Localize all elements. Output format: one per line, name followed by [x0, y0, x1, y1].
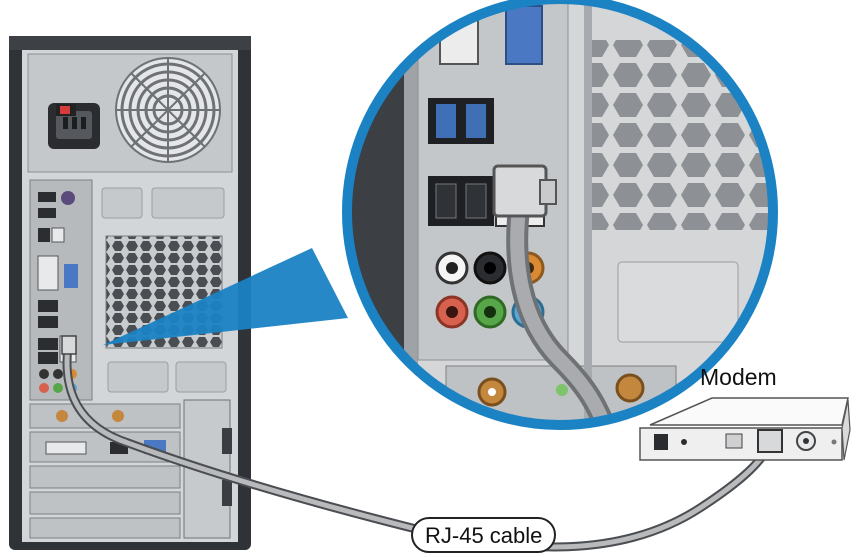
pc-tower-rear: [9, 36, 251, 550]
modem-lan-port: [757, 429, 783, 453]
modem-label: Modem: [700, 364, 777, 390]
callout-ring: [342, 0, 778, 430]
power-supply: [27, 53, 233, 173]
psu-fan-icon: [115, 57, 221, 163]
cable-label: RJ-45 cable: [411, 517, 557, 553]
callout-beam: [103, 248, 348, 345]
modem-device: [639, 397, 851, 461]
power-switch-icon: [56, 104, 76, 116]
rj45-plug-icon: [492, 164, 557, 218]
io-panel: [29, 179, 93, 401]
expansion-slots: [29, 399, 232, 539]
